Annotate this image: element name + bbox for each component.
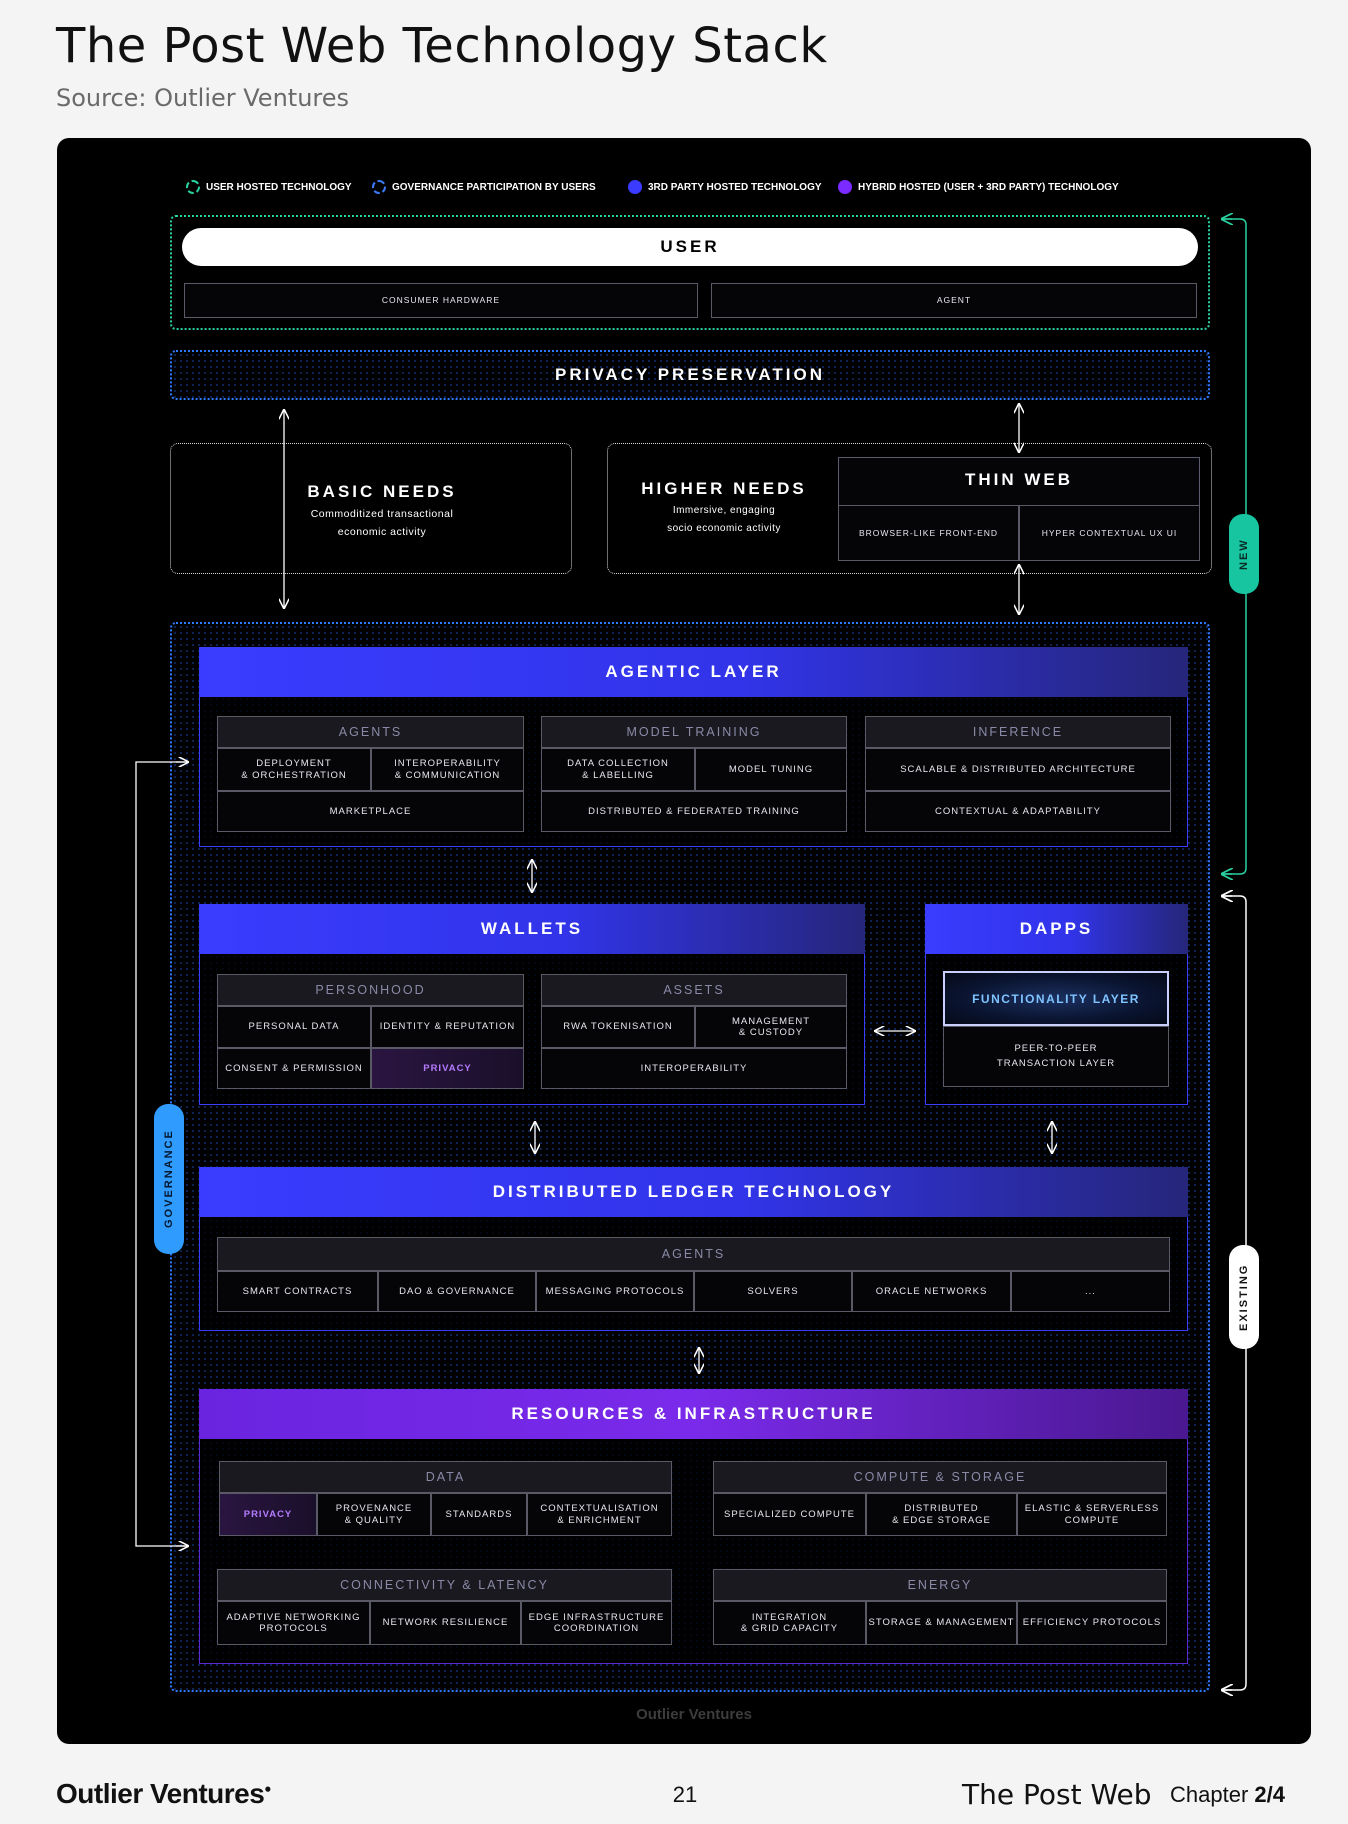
standards-cell: STANDARDS bbox=[431, 1493, 527, 1536]
scalable-architecture-cell: SCALABLE & DISTRIBUTED ARCHITECTURE bbox=[865, 748, 1171, 791]
user-bar: USER bbox=[182, 228, 1198, 266]
model-training-head: MODEL TRAINING bbox=[541, 716, 847, 748]
specialized-compute-cell: SPECIALIZED COMPUTE bbox=[713, 1493, 866, 1536]
resources-header: RESOURCES & INFRASTRUCTURE bbox=[199, 1389, 1188, 1439]
data-collection-cell: DATA COLLECTION & LABELLING bbox=[541, 748, 695, 791]
personhood-head: PERSONHOOD bbox=[217, 974, 524, 1006]
chapter-label: Chapter bbox=[1170, 1782, 1249, 1807]
consent-permission-cell: CONSENT & PERMISSION bbox=[217, 1048, 371, 1089]
oracle-networks-cell: ORACLE NETWORKS bbox=[852, 1271, 1011, 1312]
messaging-protocols-cell: MESSAGING PROTOCOLS bbox=[536, 1271, 694, 1312]
efficiency-protocols-cell: EFFICIENCY PROTOCOLS bbox=[1017, 1601, 1167, 1645]
footer-brand-text: Outlier Ventures bbox=[56, 1778, 265, 1809]
higher-needs-line1: Immersive, engaging bbox=[672, 505, 776, 516]
dao-governance-cell: DAO & GOVERNANCE bbox=[378, 1271, 536, 1312]
footer-chapter: Chapter 2/4 bbox=[1170, 1782, 1285, 1808]
watermark-logo: Outlier Ventures bbox=[636, 1706, 752, 1723]
personal-data-cell: PERSONAL DATA bbox=[217, 1006, 371, 1048]
higher-needs-title: HIGHER NEEDS bbox=[641, 479, 807, 498]
privacy-preservation-bar: PRIVACY PRESERVATION bbox=[170, 350, 1210, 400]
browser-front-end-cell: BROWSER-LIKE FRONT-END bbox=[838, 505, 1019, 561]
solvers-cell: SOLVERS bbox=[694, 1271, 852, 1312]
data-head: DATA bbox=[219, 1461, 672, 1493]
existing-pill: EXISTING bbox=[1229, 1245, 1259, 1349]
agents-head: AGENTS bbox=[217, 716, 524, 748]
dashed-blue-circle-icon bbox=[372, 180, 386, 194]
deployment-cell: DEPLOYMENT & ORCHESTRATION bbox=[217, 748, 371, 791]
new-pill: NEW bbox=[1229, 514, 1259, 594]
more-cell: ... bbox=[1011, 1271, 1170, 1312]
agentic-layer-header: AGENTIC LAYER bbox=[199, 647, 1188, 697]
dlt-header: DISTRIBUTED LEDGER TECHNOLOGY bbox=[199, 1167, 1188, 1217]
legend-user-hosted: USER HOSTED TECHNOLOGY bbox=[186, 180, 352, 194]
adaptive-networking-cell: ADAPTIVE NETWORKING PROTOCOLS bbox=[217, 1601, 370, 1645]
functionality-layer: FUNCTIONALITY LAYER bbox=[943, 971, 1169, 1026]
rwa-tokenisation-cell: RWA TOKENISATION bbox=[541, 1006, 695, 1048]
dlt-agents-head: AGENTS bbox=[217, 1237, 1170, 1271]
storage-management-cell: STORAGE & MANAGEMENT bbox=[866, 1601, 1017, 1645]
legend-hybrid: HYBRID HOSTED (USER + 3RD PARTY) TECHNOL… bbox=[838, 180, 1119, 194]
page-number: 21 bbox=[672, 1782, 698, 1807]
elastic-compute-cell: ELASTIC & SERVERLESS COMPUTE bbox=[1017, 1493, 1167, 1536]
page-subtitle: Source: Outlier Ventures bbox=[56, 84, 350, 112]
p2p-transaction-layer: PEER-TO-PEER TRANSACTION LAYER bbox=[943, 1026, 1169, 1087]
edge-infrastructure-cell: EDGE INFRASTRUCTURE COORDINATION bbox=[521, 1601, 672, 1645]
identity-reputation-cell: IDENTITY & REPUTATION bbox=[371, 1006, 524, 1048]
legend-label: USER HOSTED TECHNOLOGY bbox=[206, 181, 352, 193]
legend-label: GOVERNANCE PARTICIPATION BY USERS bbox=[392, 181, 596, 193]
basic-needs-line2: economic activity bbox=[337, 526, 427, 538]
thin-web-title: THIN WEB bbox=[964, 470, 1074, 489]
page-title: The Post Web Technology Stack bbox=[56, 18, 828, 74]
interoperability-cell: INTEROPERABILITY & COMMUNICATION bbox=[371, 748, 524, 791]
marketplace-cell: MARKETPLACE bbox=[217, 791, 524, 832]
compute-storage-head: COMPUTE & STORAGE bbox=[713, 1461, 1167, 1493]
governance-pill: GOVERNANCE bbox=[154, 1104, 184, 1254]
energy-head: ENERGY bbox=[713, 1569, 1167, 1601]
basic-needs-box bbox=[170, 443, 572, 574]
assets-head: ASSETS bbox=[541, 974, 847, 1006]
contextual-adaptability-cell: CONTEXTUAL & ADAPTABILITY bbox=[865, 791, 1171, 832]
model-tuning-cell: MODEL TUNING bbox=[695, 748, 847, 791]
interoperability-cell: INTEROPERABILITY bbox=[541, 1048, 847, 1089]
agent-cell: AGENT bbox=[711, 283, 1197, 318]
solid-blue-circle-icon bbox=[628, 180, 642, 194]
provenance-quality-cell: PROVENANCE & QUALITY bbox=[317, 1493, 431, 1536]
contextualisation-cell: CONTEXTUALISATION & ENRICHMENT bbox=[527, 1493, 672, 1536]
governance-bracket bbox=[135, 762, 188, 1546]
legend-label: HYBRID HOSTED (USER + 3RD PARTY) TECHNOL… bbox=[858, 181, 1119, 193]
chapter-number: 2 bbox=[1254, 1782, 1267, 1807]
management-custody-cell: MANAGEMENT & CUSTODY bbox=[695, 1006, 847, 1048]
privacy-cell: PRIVACY bbox=[371, 1048, 524, 1089]
inference-head: INFERENCE bbox=[865, 716, 1171, 748]
legend-label: 3RD PARTY HOSTED TECHNOLOGY bbox=[648, 181, 822, 193]
legend-3rd-party: 3RD PARTY HOSTED TECHNOLOGY bbox=[628, 180, 822, 194]
distributed-storage-cell: DISTRIBUTED & EDGE STORAGE bbox=[866, 1493, 1017, 1536]
basic-needs-line1: Commoditized transactional bbox=[310, 508, 454, 520]
chapter-total: /4 bbox=[1266, 1782, 1286, 1807]
smart-contracts-cell: SMART CONTRACTS bbox=[217, 1271, 378, 1312]
user-block bbox=[170, 215, 1210, 330]
wallets-header: WALLETS bbox=[199, 904, 865, 954]
vertical-double-arrows bbox=[284, 404, 1052, 1373]
network-resilience-cell: NETWORK RESILIENCE bbox=[370, 1601, 521, 1645]
solid-purple-circle-icon bbox=[838, 180, 852, 194]
distributed-training-cell: DISTRIBUTED & FEDERATED TRAINING bbox=[541, 791, 847, 832]
legend-governance: GOVERNANCE PARTICIPATION BY USERS bbox=[372, 180, 596, 194]
dashed-green-circle-icon bbox=[186, 180, 200, 194]
higher-needs-box bbox=[607, 443, 1212, 574]
dapps-header: DAPPS bbox=[925, 904, 1188, 954]
privacy-cell: PRIVACY bbox=[219, 1493, 317, 1536]
hyper-contextual-cell: HYPER CONTEXTUAL UX UI bbox=[1019, 505, 1200, 561]
connectivity-head: CONNECTIVITY & LATENCY bbox=[217, 1569, 672, 1601]
consumer-hardware-cell: CONSUMER HARDWARE bbox=[184, 283, 698, 318]
integration-grid-cell: INTEGRATION & GRID CAPACITY bbox=[713, 1601, 866, 1645]
privacy-preservation-label: PRIVACY PRESERVATION bbox=[554, 365, 826, 384]
footer-doc-title: The Post Web bbox=[962, 1778, 1152, 1811]
basic-needs-title: BASIC NEEDS bbox=[307, 482, 457, 501]
higher-needs-line2: socio economic activity bbox=[667, 523, 781, 534]
footer-brand: Outlier Ventures● bbox=[56, 1778, 272, 1809]
